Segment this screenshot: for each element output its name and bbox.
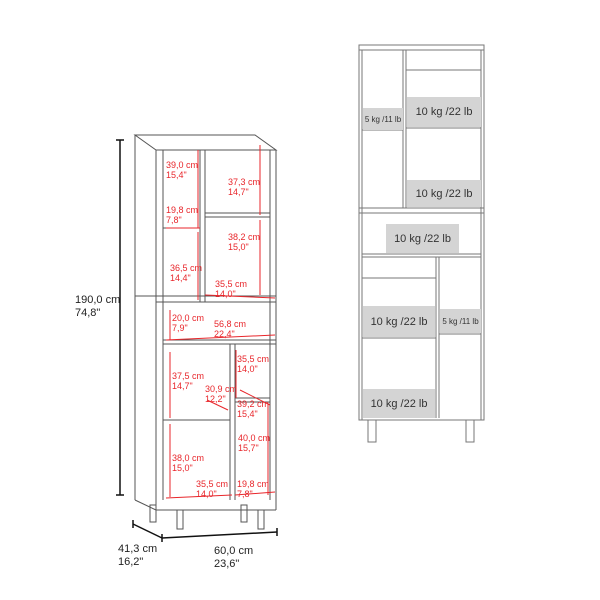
dim-in: 7,9": [172, 323, 188, 333]
dim-in: 14,4": [170, 273, 191, 283]
dim-cm: 19,8 cm: [237, 479, 270, 489]
dim-in: 14,7": [172, 381, 193, 391]
dim-cm: 40,0 cm: [238, 433, 271, 443]
dim-in: 15,7": [238, 443, 259, 453]
depth-cm: 41,3 cm: [118, 543, 158, 555]
dim-cm: 35,5 cm: [215, 279, 248, 289]
dim-in: 7,8": [237, 489, 253, 499]
load-capacity-badge: 10 kg /22 lb: [363, 306, 435, 337]
load-capacity-badge: 10 kg /22 lb: [407, 97, 481, 127]
load-capacity-badge: 5 kg /11 lb: [440, 309, 481, 333]
dim-in: 22,4": [214, 329, 235, 339]
dim-cm: 35,5 cm: [196, 479, 229, 489]
dim-in: 14,0": [237, 364, 258, 374]
load-capacity-badge: 10 kg /22 lb: [363, 389, 435, 418]
width-cm: 60,0 cm: [214, 545, 254, 557]
dim-in: 15,4": [166, 170, 187, 180]
dim-cm: 30,9 cm: [205, 384, 238, 394]
dim-in: 14,0": [196, 489, 217, 499]
right-cabinet-outline: [358, 44, 485, 443]
dim-cm: 37,3 cm: [228, 177, 261, 187]
overall-depth-label: 41,3 cm 16,2": [118, 543, 157, 569]
overall-height-label: 190,0 cm 74,8": [75, 294, 120, 320]
dim-cm: 36,5 cm: [170, 263, 203, 273]
width-in: 23,6": [214, 558, 240, 570]
load-capacity-badge: 10 kg /22 lb: [386, 224, 459, 253]
load-capacity-badge: 10 kg /22 lb: [407, 180, 481, 207]
dim-in: 15,0": [172, 463, 193, 473]
dim-in: 15,4": [237, 409, 258, 419]
dim-cm: 38,0 cm: [172, 453, 205, 463]
depth-in: 16,2": [118, 556, 144, 568]
dim-in: 7,8": [166, 215, 182, 225]
overall-width-label: 60,0 cm 23,6": [214, 545, 253, 571]
dim-in: 14,0": [215, 289, 236, 299]
dim-cm: 39,0 cm: [166, 160, 199, 170]
height-in: 74,8": [75, 307, 101, 319]
overall-dimension-lines: [116, 139, 278, 542]
dim-cm: 35,5 cm: [237, 354, 270, 364]
height-cm: 190,0 cm: [75, 294, 121, 306]
dim-in: 12,2": [205, 394, 226, 404]
dim-cm: 19,8 cm: [166, 205, 199, 215]
load-capacity-badge: 5 kg /11 lb: [363, 108, 403, 130]
dim-in: 14,7": [228, 187, 249, 197]
dim-cm: 38,2 cm: [228, 232, 261, 242]
dim-cm: 56,8 cm: [214, 319, 247, 329]
interior-dimension-lines: [165, 145, 276, 499]
dim-in: 15,0": [228, 242, 249, 252]
dim-cm: 39,2 cm: [237, 399, 270, 409]
dim-cm: 20,0 cm: [172, 313, 205, 323]
dim-cm: 37,5 cm: [172, 371, 205, 381]
